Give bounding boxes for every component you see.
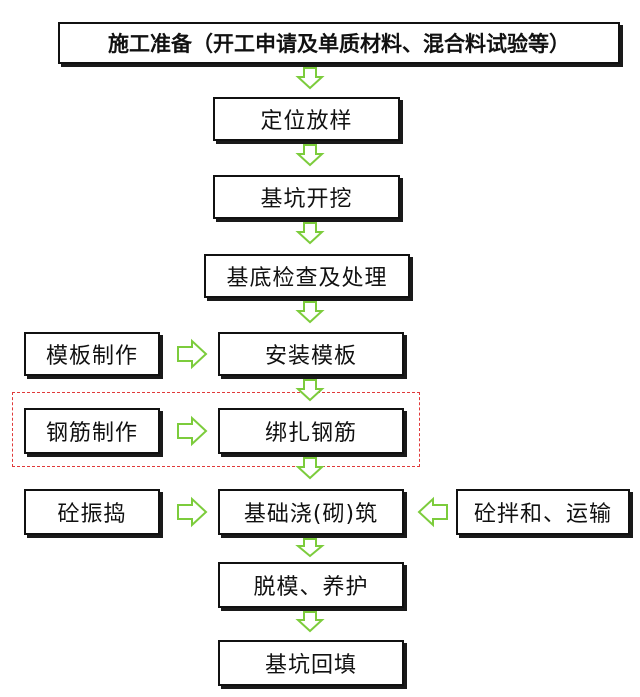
step-bind-rebar: 绑扎钢筋: [218, 408, 404, 454]
side-rebar-fabrication: 钢筋制作: [24, 408, 160, 454]
step-pit-backfill: 基坑回填: [218, 640, 404, 686]
step-install-formwork: 安装模板: [218, 332, 404, 376]
down-arrow-icon: [295, 457, 325, 480]
down-arrow-icon: [295, 611, 325, 633]
side-formwork-fabrication: 模板制作: [24, 332, 160, 376]
down-arrow-icon: [295, 144, 325, 167]
right-arrow-icon: [177, 415, 208, 447]
down-arrow-icon: [295, 301, 325, 324]
step-foundation-inspection: 基底检查及处理: [204, 254, 410, 298]
step-construction-prep: 施工准备（开工申请及单质材料、混合料试验等）: [58, 22, 620, 64]
side-concrete-mixing-transport: 砼拌和、运输: [456, 489, 630, 535]
down-arrow-icon: [295, 222, 325, 245]
step-foundation-pouring: 基础浇(砌)筑: [218, 489, 404, 535]
side-concrete-vibration: 砼振捣: [24, 489, 160, 535]
left-arrow-icon: [417, 496, 448, 528]
down-arrow-icon: [295, 538, 325, 558]
step-pit-excavation: 基坑开挖: [213, 175, 400, 219]
down-arrow-icon: [295, 379, 325, 402]
down-arrow-icon: [295, 67, 325, 90]
rebar-group-outline: [12, 392, 420, 467]
step-positioning-layout: 定位放样: [213, 97, 400, 141]
step-demold-curing: 脱模、养护: [218, 562, 404, 608]
right-arrow-icon: [177, 496, 208, 528]
right-arrow-icon: [177, 338, 208, 370]
